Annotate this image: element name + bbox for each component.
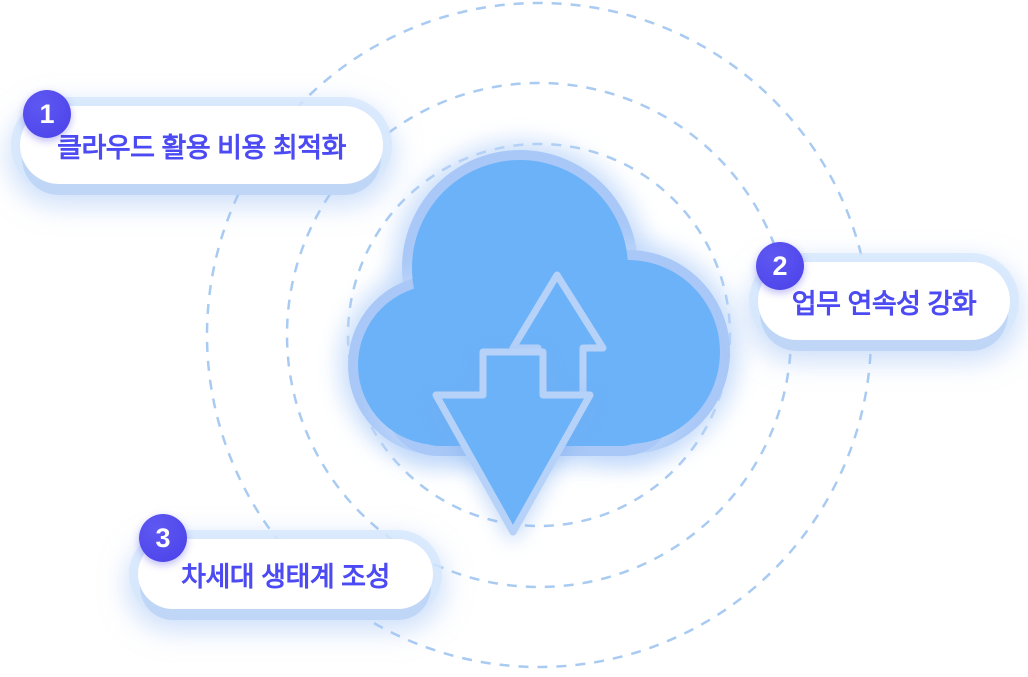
callout-1-number: 1 bbox=[39, 98, 55, 129]
callout-3-label: 차세대 생태계 조성 bbox=[181, 561, 390, 592]
callout-1: 1 클라우드 활용 비용 최적화 bbox=[20, 90, 383, 223]
callout-2-label: 업무 연속성 강화 bbox=[791, 288, 977, 319]
callout-2: 2 업무 연속성 강화 bbox=[756, 242, 1010, 379]
callout-2-number-badge: 2 bbox=[756, 242, 804, 290]
orbit-ring-inner bbox=[346, 142, 732, 528]
callout-2-number: 2 bbox=[772, 250, 788, 281]
callout-3-number-badge: 3 bbox=[139, 514, 187, 562]
callout-1-number-badge: 1 bbox=[23, 90, 71, 138]
callout-3: 3 차세대 생태계 조성 bbox=[138, 514, 433, 609]
callout-1-label: 클라우드 활용 비용 최적화 bbox=[57, 132, 346, 163]
callout-3-number: 3 bbox=[155, 522, 171, 553]
